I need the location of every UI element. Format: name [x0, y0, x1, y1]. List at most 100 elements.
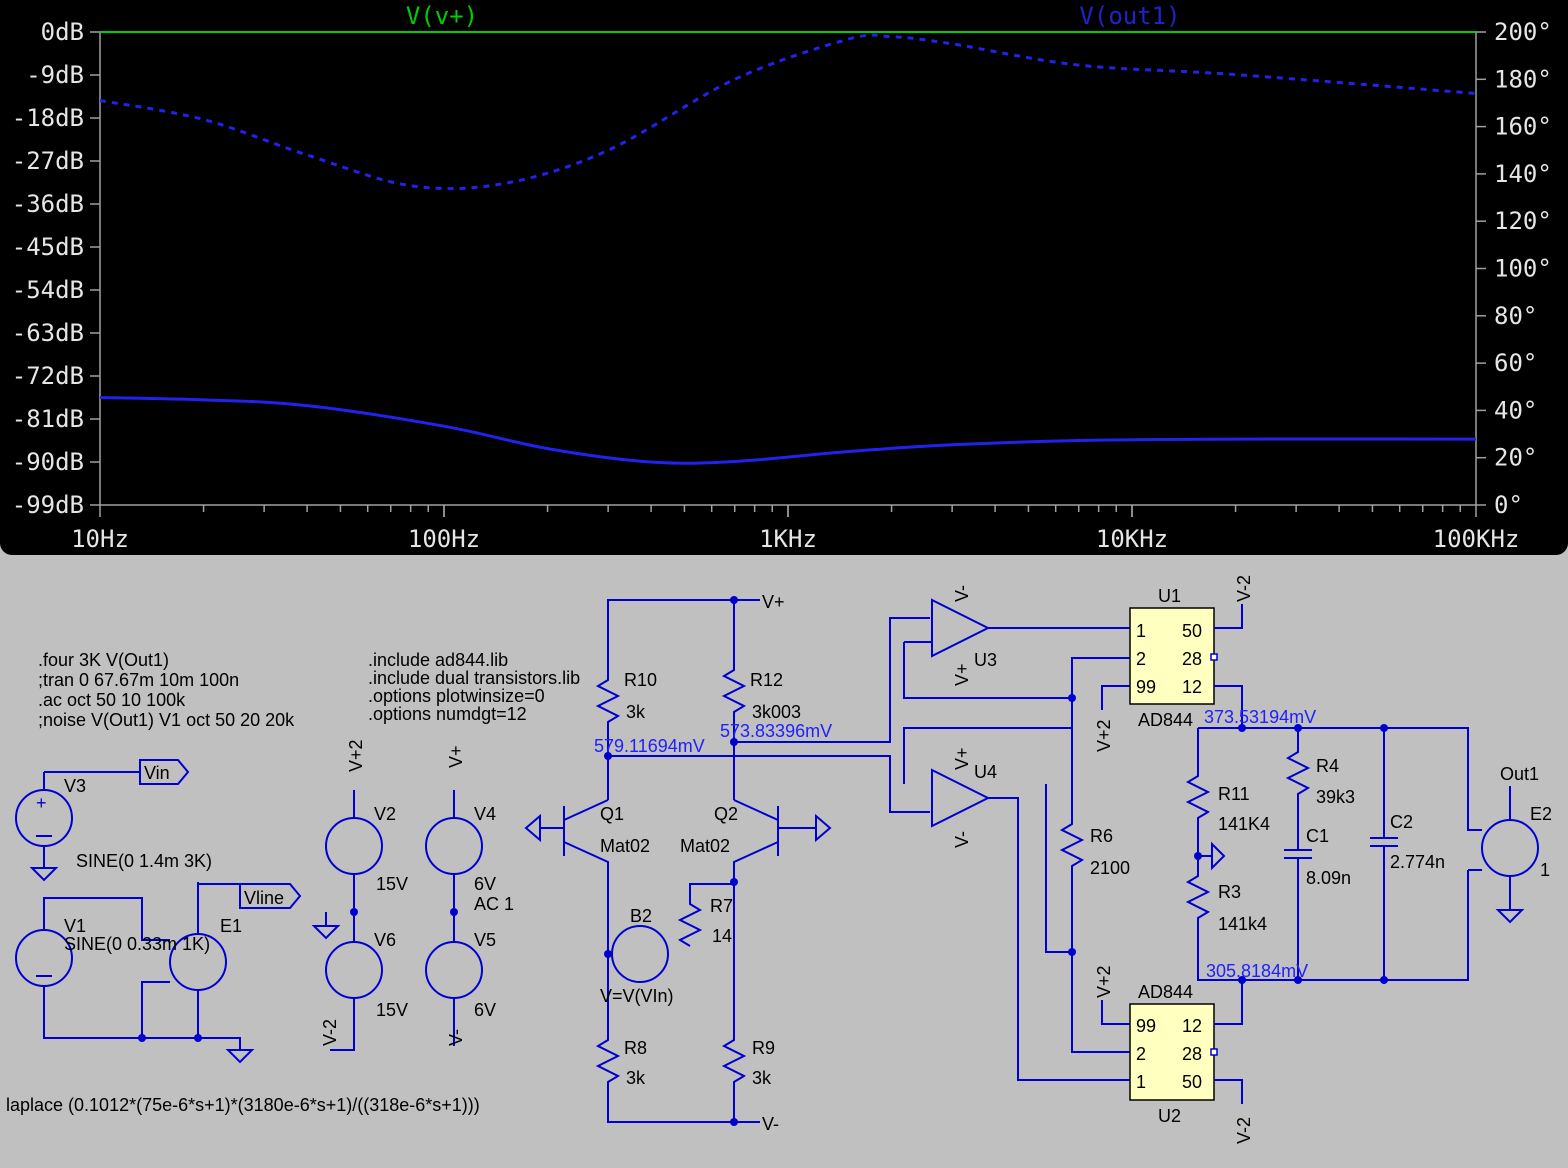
r3-value[interactable]: 141k4 — [1218, 914, 1267, 934]
u4-net-vminus: V- — [952, 831, 972, 848]
v6-value[interactable]: 15V — [376, 1000, 408, 1020]
laplace-expression[interactable]: laplace (0.1012*(75e-6*s+1)*(3180e-6*s+1… — [6, 1095, 480, 1115]
right-axis-label: 120° — [1494, 207, 1552, 235]
r8-value[interactable]: 3k — [626, 1068, 646, 1088]
v3-source[interactable]: + — [15, 759, 190, 882]
u3-label: U3 — [974, 650, 997, 670]
v1-source[interactable] — [15, 882, 302, 1064]
v5-net-vminus: V- — [446, 1029, 466, 1046]
b2-expression[interactable]: V=V(VIn) — [600, 986, 674, 1006]
right-axis-label: 100° — [1494, 255, 1552, 283]
opamp-u3[interactable] — [903, 598, 1130, 699]
node-voltage-a[interactable]: 579.11694mV — [594, 736, 705, 756]
right-axis-label: 140° — [1494, 160, 1552, 188]
r7-label: R7 — [710, 896, 733, 916]
v3-sine-value[interactable]: SINE(0 1.4m 3K) — [76, 851, 212, 871]
r9-value[interactable]: 3k — [752, 1068, 772, 1088]
vline-net-label[interactable]: Vline — [244, 888, 284, 908]
v5-label: V5 — [474, 930, 496, 950]
right-axis-label: 20° — [1494, 444, 1537, 472]
r11-label: R11 — [1218, 784, 1250, 804]
node-voltage-d[interactable]: 305.8184mV — [1206, 961, 1308, 981]
resistor-r6[interactable] — [1045, 657, 1130, 1053]
e2-output-source[interactable] — [1467, 786, 1539, 924]
directive-include-transistors[interactable]: .include dual transistors.lib — [368, 668, 580, 688]
c1-value[interactable]: 8.09n — [1306, 868, 1351, 888]
directive-include-ad844[interactable]: .include ad844.lib — [368, 650, 508, 670]
out1-net-label[interactable]: Out1 — [1500, 764, 1539, 784]
directive-tran[interactable]: ;tran 0 67.67m 10m 100n — [38, 670, 239, 690]
e2-label: E2 — [1530, 804, 1552, 824]
v4-label: V4 — [474, 804, 496, 824]
node-voltage-c[interactable]: 373.53194mV — [1204, 707, 1316, 727]
u2-pin1: 1 — [1136, 1072, 1146, 1092]
directive-numdgt[interactable]: .options numdgt=12 — [368, 704, 527, 724]
v5-value[interactable]: 6V — [474, 1000, 496, 1020]
u1-net-vminus2: V-2 — [1234, 575, 1254, 602]
right-axis-label: 0° — [1494, 491, 1523, 519]
r6-value[interactable]: 2100 — [1090, 858, 1130, 878]
u1-ad844-chip[interactable] — [1129, 604, 1243, 728]
u2-ad844-chip[interactable] — [1129, 980, 1243, 1104]
u2-part[interactable]: AD844 — [1138, 982, 1193, 1002]
r4-value[interactable]: 39k3 — [1316, 787, 1355, 807]
q1-model[interactable]: Mat02 — [600, 836, 650, 856]
directive-ac[interactable]: .ac oct 50 10 100k — [38, 690, 186, 710]
u1-part[interactable]: AD844 — [1138, 710, 1193, 730]
u1-pin28: 28 — [1182, 649, 1202, 669]
r11-value[interactable]: 141K4 — [1218, 814, 1270, 834]
directive-plotwinsize[interactable]: .options plotwinsize=0 — [368, 686, 545, 706]
q2-model[interactable]: Mat02 — [680, 836, 730, 856]
riaa-network[interactable] — [1185, 727, 1469, 981]
u2-net-vplus2: V+2 — [1094, 965, 1114, 998]
r9-label: R9 — [752, 1038, 775, 1058]
v2-label: V2 — [374, 804, 396, 824]
q1-label: Q1 — [600, 804, 624, 824]
trace-label-vout1[interactable]: V(out1) — [1079, 2, 1180, 30]
u1-pin12: 12 — [1182, 677, 1202, 697]
left-axis-label: -36dB — [12, 190, 84, 218]
v2-net-vplus2: V+2 — [346, 739, 366, 772]
e2-gain[interactable]: 1 — [1540, 860, 1550, 880]
u3-net-vplus: V+ — [952, 663, 972, 686]
opamp-u4[interactable] — [903, 698, 1130, 1081]
r3-label: R3 — [1218, 882, 1241, 902]
u2-pin12: 12 — [1182, 1016, 1202, 1036]
v4-ac-value[interactable]: AC 1 — [474, 894, 514, 914]
trace-label-vplus[interactable]: V(v+) — [406, 2, 478, 30]
schematic-canvas[interactable]: .four 3K V(Out1) ;tran 0 67.67m 10m 100n… — [0, 555, 1568, 1168]
v1-sine-value[interactable]: SINE(0 0.33m 1K) — [64, 934, 210, 954]
b2-label: B2 — [630, 906, 652, 926]
v6-net-vminus2: V-2 — [320, 1019, 340, 1046]
u1-pin50: 50 — [1182, 621, 1202, 641]
vin-net-label[interactable]: Vin — [144, 763, 170, 783]
phase-trace — [99, 33, 1477, 191]
v2-value[interactable]: 15V — [376, 874, 408, 894]
node-voltage-b[interactable]: 573.83396mV — [720, 721, 832, 741]
waveform-plot[interactable]: V(v+) V(out1) 0dB-9dB-18dB-27dB-36dB-45d… — [0, 0, 1568, 555]
directive-noise[interactable]: ;noise V(Out1) V1 oct 50 20 20k — [38, 710, 295, 730]
x-axis-label: 1KHz — [759, 525, 817, 553]
right-axis-label: 60° — [1494, 349, 1537, 377]
u2-pin99: 99 — [1136, 1016, 1156, 1036]
differential-pair[interactable] — [524, 599, 930, 1123]
u1-net-vplus2: V+2 — [1094, 719, 1114, 752]
directive-four[interactable]: .four 3K V(Out1) — [38, 650, 169, 670]
u1-pin2: 2 — [1136, 649, 1146, 669]
r12-value[interactable]: 3k003 — [752, 702, 801, 722]
r10-label: R10 — [624, 670, 657, 690]
c2-value[interactable]: 2.774n — [1390, 852, 1445, 872]
v3-label: V3 — [64, 776, 86, 796]
u4-net-vplus: V+ — [952, 747, 972, 770]
net-vplus-top: V+ — [762, 592, 785, 612]
r10-value[interactable]: 3k — [626, 702, 646, 722]
waveform-plot-pane[interactable]: V(v+) V(out1) 0dB-9dB-18dB-27dB-36dB-45d… — [0, 0, 1568, 555]
svg-text:+: + — [36, 793, 47, 813]
r12-label: R12 — [750, 670, 783, 690]
r7-value[interactable]: 14 — [712, 926, 732, 946]
u2-pin50: 50 — [1182, 1072, 1202, 1092]
right-axis-label: 40° — [1494, 396, 1537, 424]
u4-label: U4 — [974, 762, 997, 782]
v4-value[interactable]: 6V — [474, 874, 496, 894]
e1-label: E1 — [220, 916, 242, 936]
